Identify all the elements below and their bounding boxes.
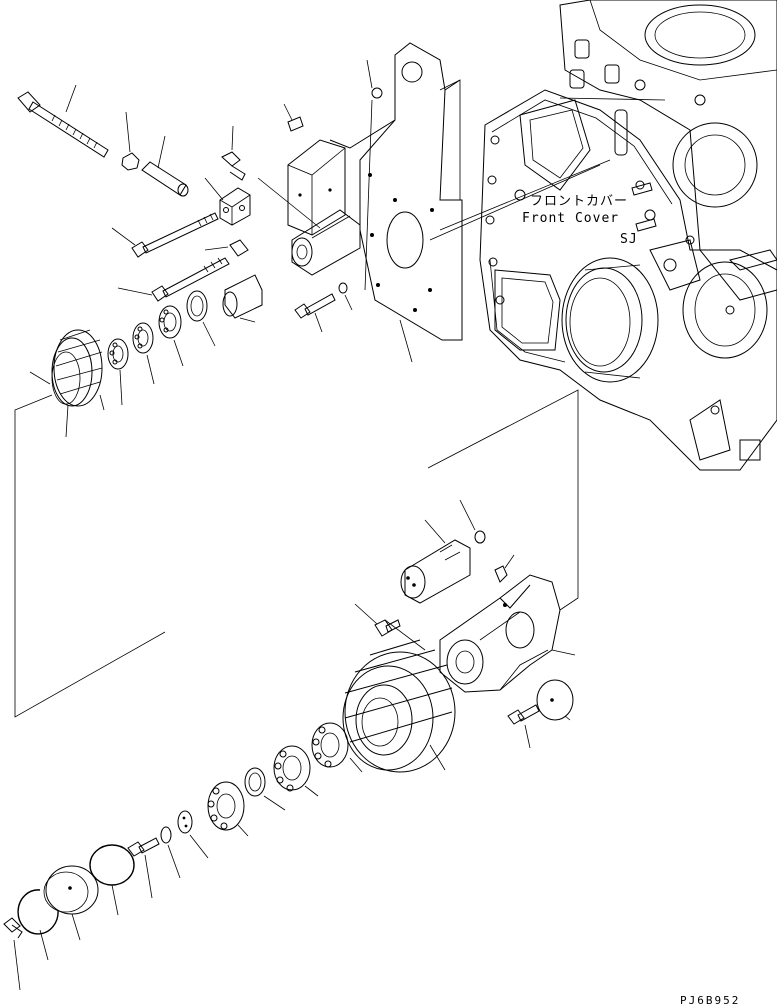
long-threaded-bolt <box>17 84 109 158</box>
disc-bolt <box>507 704 540 749</box>
assembly-group-lines <box>14 389 579 718</box>
lower-bearing-2 <box>273 745 319 797</box>
lower-spacer-ring <box>244 767 286 811</box>
cover-stamp: SJ <box>620 232 638 247</box>
idler-bearing-1 <box>158 305 184 367</box>
plate-holes <box>368 173 434 312</box>
adjuster-block <box>204 177 251 226</box>
idler-shaft <box>257 177 361 276</box>
drawing-code: PJ6B952 <box>680 994 740 1007</box>
small-nut <box>121 111 140 171</box>
seal-washer <box>186 290 216 347</box>
front-cover-housing: SJ <box>479 0 777 471</box>
end-cap <box>43 865 99 941</box>
adjuster-sleeve <box>204 239 249 257</box>
front-cover-label-jp: フロントカバー <box>530 194 628 209</box>
snap-ring <box>17 889 59 961</box>
cover-disc <box>536 679 574 721</box>
lower-bearing-1 <box>311 722 363 773</box>
dowel-pin <box>283 103 304 132</box>
idler-bearing-2 <box>132 322 155 385</box>
tension-grease-nipple <box>494 554 515 583</box>
o-ring <box>89 844 135 916</box>
front-cover-label-en: Front Cover <box>522 211 619 226</box>
idler-pulley-top <box>29 329 105 438</box>
lock-plate <box>177 810 209 859</box>
arm-bolt <box>354 603 401 637</box>
bushing <box>222 274 263 323</box>
pivot-plug <box>459 499 486 544</box>
tension-block <box>287 139 346 236</box>
end-bolt <box>127 837 160 899</box>
lower-bearing-3 <box>207 781 249 837</box>
tensioner-arm <box>439 574 576 693</box>
plate-washer <box>338 282 353 311</box>
spacer-sleeve <box>141 135 189 197</box>
idler-bearing-3 <box>107 338 129 406</box>
drain-bolt <box>3 917 23 991</box>
tensioner-pulley-large <box>342 639 456 773</box>
pivot-shaft <box>400 519 471 604</box>
adjusting-bolt-2 <box>117 257 230 302</box>
adjusting-bolt-1 <box>111 212 219 258</box>
top-plug <box>364 59 383 291</box>
grease-fitting-elbow <box>221 125 246 181</box>
plate-bolt <box>294 293 336 333</box>
mounting-bracket-plate <box>329 42 463 341</box>
lock-washer <box>160 826 181 879</box>
